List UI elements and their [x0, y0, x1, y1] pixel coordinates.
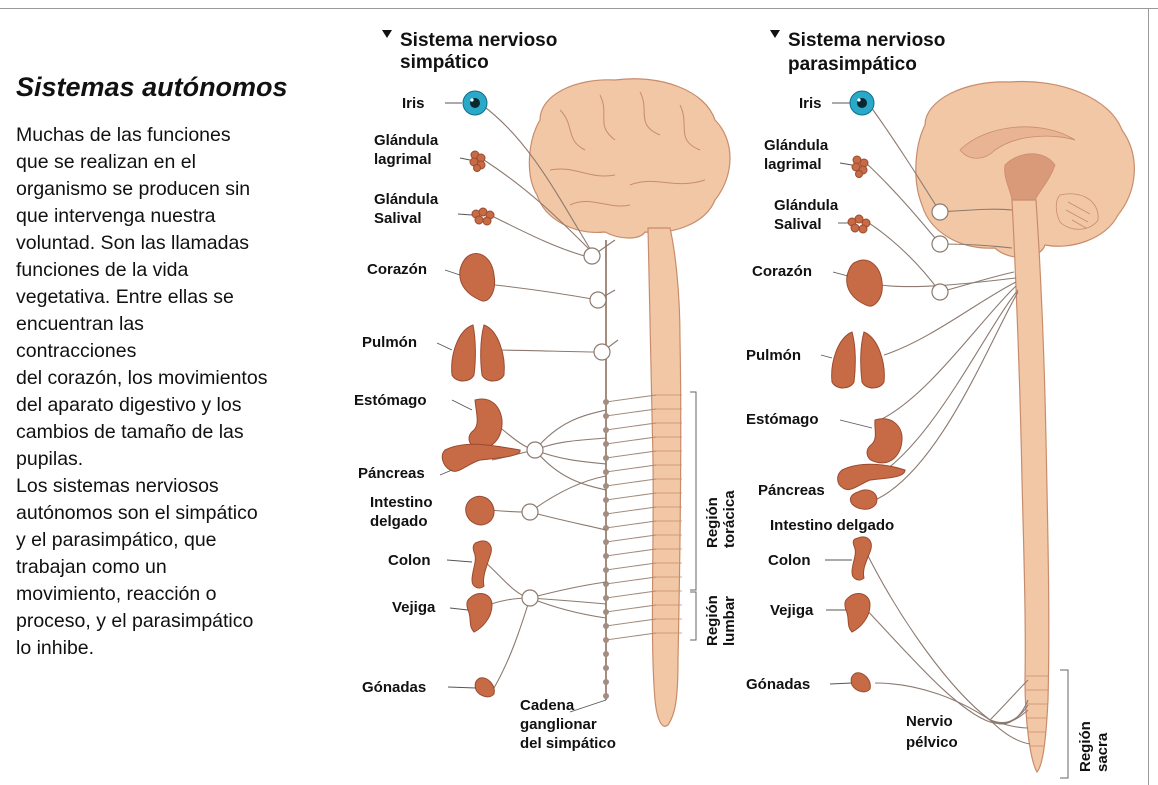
- ganglion-chain: [603, 240, 657, 700]
- lungs-right: [831, 331, 885, 389]
- frame-top-border: [0, 8, 1158, 9]
- label-heart: Corazón: [367, 261, 427, 278]
- label-gonads: Gónadas: [362, 679, 426, 696]
- parasympathetic-title-line1: Sistema nervioso: [788, 30, 945, 51]
- region-brackets-left: Región torácica Región lumbar: [690, 391, 738, 646]
- parasympathetic-system: Sistema nervioso parasimpático: [746, 30, 1135, 779]
- salivary-gland-left: [471, 207, 495, 226]
- label-bladder: Vejiga: [770, 602, 814, 619]
- small-intestine-left: [465, 495, 495, 526]
- bladder-left: [466, 593, 493, 633]
- label-lumbar-2: lumbar: [721, 596, 738, 646]
- label-iris: Iris: [799, 95, 822, 112]
- title-triangle-icon: [382, 30, 392, 38]
- label-salivary-2: Salival: [774, 216, 822, 233]
- label-stomach: Estómago: [746, 411, 819, 428]
- label-pancreas: Páncreas: [358, 465, 425, 482]
- colon-left: [471, 540, 492, 589]
- gonads-left: [474, 677, 495, 698]
- label-lacrimal-1: Glándula: [374, 132, 439, 149]
- stomach-right: [866, 418, 903, 464]
- sympathetic-ganglia: [521, 247, 611, 607]
- label-colon: Colon: [388, 552, 431, 569]
- small-intestine-right: [849, 489, 878, 510]
- sympathetic-title-line1: Sistema nervioso: [400, 30, 557, 51]
- frame-right-border: [1148, 8, 1149, 785]
- iris-eye-right: [849, 90, 875, 116]
- gonads-right: [850, 672, 871, 693]
- label-lung: Pulmón: [746, 347, 801, 364]
- region-bracket-sacral: Región sacra: [1060, 669, 1111, 779]
- brain-inner-right: [959, 126, 1099, 230]
- heart-right: [846, 259, 883, 307]
- label-heart: Corazón: [752, 263, 812, 280]
- label-gonads: Gónadas: [746, 676, 810, 693]
- parasympathetic-labels: Iris Glándula lagrimal Glándula Salival …: [746, 95, 958, 751]
- intro-paragraph-2: Los sistemas nerviosos autónomos son el …: [16, 475, 258, 659]
- sympathetic-title-line2: simpático: [400, 52, 489, 73]
- label-pelvic-2: pélvico: [906, 734, 958, 751]
- pancreas-left: [441, 443, 521, 472]
- label-chain-1: Cadena: [520, 697, 575, 714]
- label-intestine-2: delgado: [370, 513, 428, 530]
- label-thoracic-2: torácica: [721, 490, 738, 548]
- spinal-cord-left: [647, 227, 682, 727]
- label-salivary-1: Glándula: [374, 191, 439, 208]
- parasympathetic-ganglia: [931, 203, 949, 301]
- title-triangle-icon: [770, 30, 780, 38]
- label-iris: Iris: [402, 95, 425, 112]
- brain-left: [528, 78, 731, 239]
- label-intestine: Intestino delgado: [770, 517, 894, 534]
- spinal-segments-left: [656, 394, 682, 634]
- sacral-segments: [1026, 675, 1049, 747]
- label-pancreas: Páncreas: [758, 482, 825, 499]
- lungs-left: [451, 324, 505, 382]
- label-chain-3: del simpático: [520, 735, 616, 752]
- lacrimal-gland-right: [851, 155, 869, 178]
- label-bladder: Vejiga: [392, 599, 436, 616]
- label-thoracic-1: Región: [704, 497, 721, 548]
- parasympathetic-title-line2: parasimpático: [788, 54, 917, 75]
- label-pelvic-1: Nervio: [906, 713, 953, 730]
- pancreas-right: [837, 463, 906, 491]
- spinal-cord-right: [1011, 199, 1050, 774]
- label-sacral-1: Región: [1077, 721, 1094, 772]
- salivary-gland-right: [847, 214, 871, 234]
- colon-right: [851, 536, 872, 581]
- label-lacrimal-1: Glándula: [764, 137, 829, 154]
- iris-eye-left: [462, 90, 488, 116]
- sympathetic-system: Sistema nervioso simpático: [354, 30, 738, 752]
- lacrimal-gland-left: [469, 150, 486, 172]
- label-stomach: Estómago: [354, 392, 427, 409]
- label-lumbar-1: Región: [704, 595, 721, 646]
- intro-title: Sistemas autónomos: [16, 72, 288, 102]
- bladder-right: [844, 593, 871, 633]
- heart-left: [459, 253, 496, 302]
- label-chain-2: ganglionar: [520, 716, 597, 733]
- label-colon: Colon: [768, 552, 811, 569]
- intro-paragraph-1: Muchas de las funciones que se realizan …: [16, 124, 268, 470]
- brain-gyri-left: [549, 91, 706, 207]
- label-salivary-1: Glándula: [774, 197, 839, 214]
- label-lacrimal-2: lagrimal: [374, 151, 432, 168]
- label-sacral-2: sacra: [1094, 732, 1111, 772]
- parasympathetic-nerves: [861, 102, 1031, 745]
- label-lacrimal-2: lagrimal: [764, 156, 822, 173]
- stomach-left: [468, 398, 503, 449]
- label-intestine-1: Intestino: [370, 494, 433, 511]
- label-salivary-2: Salival: [374, 210, 422, 227]
- sympathetic-labels: Iris Glándula lagrimal Glándula Salival …: [354, 95, 616, 752]
- intro-body: Muchas de las funciones que se realizan …: [16, 122, 306, 662]
- label-lung: Pulmón: [362, 334, 417, 351]
